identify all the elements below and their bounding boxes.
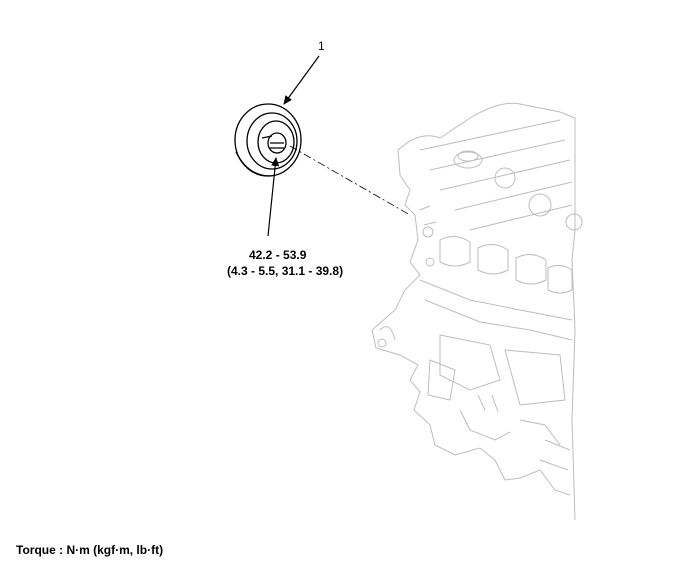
torque-value-nm: 42.2 - 53.9 (249, 248, 307, 262)
callout-number-1: 1 (318, 39, 325, 53)
torque-units-note: Torque : N·m (kgf·m, lb·ft) (16, 543, 164, 557)
callout-leader-arrow (283, 55, 320, 105)
engine-block-outline (371, 102, 583, 521)
torque-leader-arrow (267, 157, 280, 237)
torque-value-alt-units: (4.3 - 5.5, 31.1 - 39.8) (227, 264, 344, 278)
idler-pulley (234, 103, 302, 177)
alignment-centerline (289, 145, 411, 216)
